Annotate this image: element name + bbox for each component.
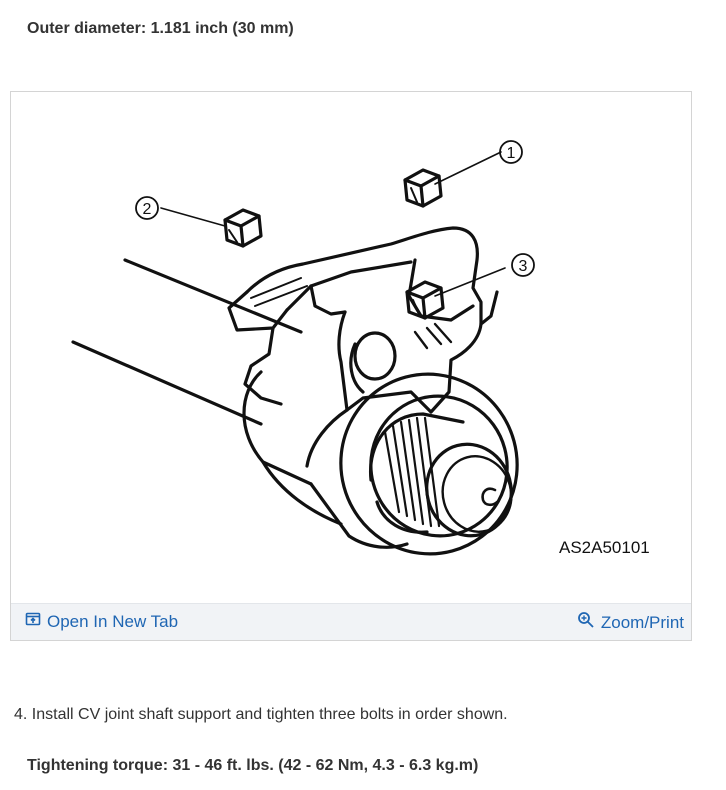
install-step-text: 4. Install CV joint shaft support and ti…: [14, 706, 508, 723]
callout-1-label: 1: [507, 145, 516, 162]
zoom-icon: [577, 611, 595, 634]
tightening-torque-spec: Tightening torque: 31 - 46 ft. lbs. (42 …: [27, 757, 479, 774]
shaft-upper-line: [123, 258, 303, 334]
callout-2-label: 2: [143, 201, 152, 218]
figure-code: AS2A50101: [559, 538, 650, 557]
callout-3: [511, 253, 535, 277]
callout-2: [135, 196, 159, 220]
open-in-new-tab-icon: [25, 611, 41, 632]
shaft-lower-line: [71, 340, 263, 426]
zoom-print-label: Zoom/Print: [600, 612, 684, 632]
bolt-3: [405, 280, 445, 320]
callout-1: [499, 140, 523, 164]
figure-toolbar: Open In New Tab Zoom/Print: [11, 603, 691, 640]
figure-card: 1 2 3 AS2A50101 Open In New Tab: [10, 91, 692, 641]
bolt-2: [223, 208, 263, 248]
zoom-print-link[interactable]: Zoom/Print: [577, 611, 684, 634]
cv-joint-shaft-support-illustration: 1 2 3 AS2A50101: [71, 140, 650, 557]
spline-teeth: [383, 416, 441, 528]
callout-3-label: 3: [519, 258, 528, 275]
outer-diameter-spec: Outer diameter: 1.181 inch (30 mm): [27, 20, 294, 37]
open-in-new-tab-link[interactable]: Open In New Tab: [25, 611, 178, 632]
bolt-1: [403, 168, 443, 208]
open-in-new-tab-label: Open In New Tab: [47, 611, 179, 631]
